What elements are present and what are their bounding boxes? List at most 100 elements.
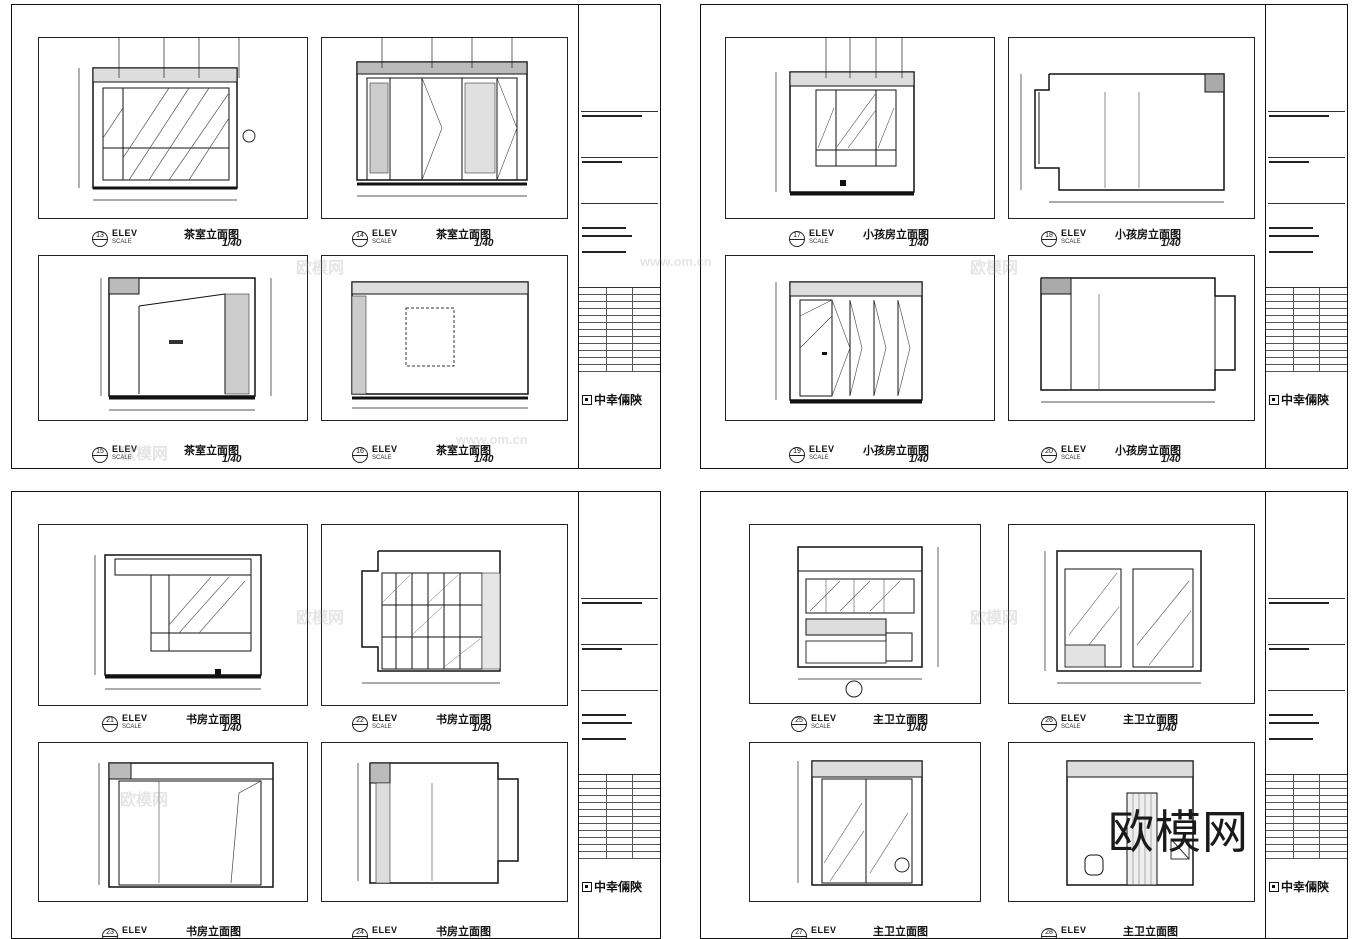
elevation-title: 茶室立面图 <box>436 229 491 241</box>
elevation-number-badge: 20 <box>1041 447 1057 463</box>
elevation-frame-25 <box>749 524 981 704</box>
elevation-title: 茶室立面图 <box>184 229 239 241</box>
caption-19: 19 ELEV SCALE 小孩房立面图 1/40 <box>789 444 1009 465</box>
elevation-frame-19 <box>725 255 995 421</box>
elevation-drawing-16 <box>351 281 529 409</box>
elev-label: ELEV <box>372 925 398 935</box>
elevation-drawing-22 <box>361 550 501 684</box>
company-logo: 中幸倆陝 <box>1269 878 1329 895</box>
elevation-title: 小孩房立面图 <box>863 229 929 241</box>
elevation-title: 主卫立面图 <box>873 714 928 726</box>
scale-label: SCALE <box>1061 239 1081 245</box>
elevation-number-badge: 23 <box>102 928 118 938</box>
caption-27: 27 ELEV 主卫立面图 <box>791 925 1011 938</box>
elevation-title: 茶室立面图 <box>436 445 491 457</box>
scale-label: SCALE <box>809 239 829 245</box>
elevation-title: 主卫立面图 <box>873 926 928 938</box>
elevation-drawing-28 <box>1066 760 1194 886</box>
elevation-frame-18 <box>1008 37 1255 219</box>
scale-ratio: 1/40 <box>1161 454 1181 465</box>
scale-label: SCALE <box>372 239 392 245</box>
drawing-sheet-master-bath: 25 ELEV SCALE 主卫立面图 1/40 26 ELEV SCALE 主… <box>700 491 1348 939</box>
drawing-sheet-tea-room: 13 ELEV SCALE 茶室立面图 1/40 14 ELEV SCALE 茶… <box>11 4 661 469</box>
elev-label: ELEV <box>372 228 398 238</box>
caption-22: 22 ELEV SCALE 书房立面图 1/40 <box>352 713 572 734</box>
elevation-drawing-13 <box>78 38 256 201</box>
elevation-number-badge: 17 <box>789 231 805 247</box>
caption-18: 18 ELEV SCALE 小孩房立面图 1/40 <box>1041 228 1261 249</box>
scale-label: SCALE <box>1061 724 1081 730</box>
elevation-title: 书房立面图 <box>436 714 491 726</box>
elevation-drawing-18 <box>1020 73 1225 203</box>
elevation-drawing-21 <box>94 554 262 690</box>
elevation-frame-14 <box>321 37 568 219</box>
caption-28: 28 ELEV 主卫立面图 <box>1041 925 1261 938</box>
title-block: 中幸倆陝 <box>578 5 660 468</box>
elev-label: ELEV <box>122 713 148 723</box>
elevation-number-badge: 26 <box>1041 716 1057 732</box>
elevation-number-badge: 28 <box>1041 928 1057 938</box>
elevation-number-badge: 14 <box>352 231 368 247</box>
elevation-frame-23 <box>38 742 308 902</box>
elev-label: ELEV <box>1061 228 1087 238</box>
elevation-drawing-24 <box>357 762 519 884</box>
elevation-title: 主卫立面图 <box>1123 926 1178 938</box>
elevation-title: 书房立面图 <box>186 714 241 726</box>
elevation-frame-15 <box>38 255 308 421</box>
scale-label: SCALE <box>122 724 142 730</box>
scale-ratio: 1/40 <box>472 723 492 734</box>
elevation-frame-20 <box>1008 255 1255 421</box>
elevation-number-badge: 18 <box>1041 231 1057 247</box>
drawing-sheet-study: 21 ELEV SCALE 书房立面图 1/40 22 ELEV SCALE 书… <box>11 491 661 939</box>
elevation-frame-17 <box>725 37 995 219</box>
elevation-title: 小孩房立面图 <box>863 445 929 457</box>
elevation-drawing-14 <box>356 38 528 197</box>
elevation-title: 茶室立面图 <box>184 445 239 457</box>
elev-label: ELEV <box>112 444 138 454</box>
elev-label: ELEV <box>1061 925 1087 935</box>
scale-label: SCALE <box>112 455 132 461</box>
drawing-sheet-kids-room: 17 ELEV SCALE 小孩房立面图 1/40 18 ELEV SCALE … <box>700 4 1348 469</box>
title-block: 中幸倆陝 <box>578 492 660 938</box>
caption-25: 25 ELEV SCALE 主卫立面图 1/40 <box>791 713 1011 734</box>
scale-label: SCALE <box>1061 455 1081 461</box>
logo-icon <box>1269 881 1279 892</box>
elevation-title: 小孩房立面图 <box>1115 229 1181 241</box>
logo-icon <box>1269 394 1279 405</box>
elevation-drawing-27 <box>797 760 923 886</box>
scale-ratio: 1/40 <box>222 454 242 465</box>
elev-label: ELEV <box>809 228 835 238</box>
elev-label: ELEV <box>112 228 138 238</box>
elevation-drawing-20 <box>1040 277 1236 403</box>
title-block: 中幸倆陝 <box>1265 492 1347 938</box>
elev-label: ELEV <box>122 925 148 935</box>
elev-label: ELEV <box>372 444 398 454</box>
elev-label: ELEV <box>809 444 835 454</box>
elevation-title: 主卫立面图 <box>1123 714 1178 726</box>
elevation-drawing-26 <box>1044 550 1202 684</box>
elevation-title: 书房立面图 <box>436 926 491 938</box>
elev-label: ELEV <box>811 713 837 723</box>
elevation-drawing-23 <box>98 762 274 888</box>
scale-label: SCALE <box>372 724 392 730</box>
elevation-drawing-25 <box>797 546 939 698</box>
caption-17: 17 ELEV SCALE 小孩房立面图 1/40 <box>789 228 1009 249</box>
elevation-number-badge: 21 <box>102 716 118 732</box>
elevation-frame-28 <box>1008 742 1255 902</box>
caption-14: 14 ELEV SCALE 茶室立面图 1/40 <box>352 228 572 249</box>
scale-ratio: 1/40 <box>909 238 929 249</box>
elevation-number-badge: 27 <box>791 928 807 938</box>
elevation-frame-16 <box>321 255 568 421</box>
scale-label: SCALE <box>809 455 829 461</box>
elev-label: ELEV <box>372 713 398 723</box>
elevation-number-badge: 25 <box>791 716 807 732</box>
elevation-drawing-15 <box>100 277 272 411</box>
caption-24: 24 ELEV 书房立面图 <box>352 925 572 938</box>
elev-label: ELEV <box>811 925 837 935</box>
elevation-frame-24 <box>321 742 568 902</box>
scale-ratio: 1/40 <box>1161 238 1181 249</box>
scale-ratio: 1/40 <box>474 238 494 249</box>
title-block: 中幸倆陝 <box>1265 5 1347 468</box>
watermark-logo-text: 欧模网 <box>1108 805 1249 859</box>
caption-15: 15 ELEV SCALE 茶室立面图 1/40 <box>92 444 312 465</box>
